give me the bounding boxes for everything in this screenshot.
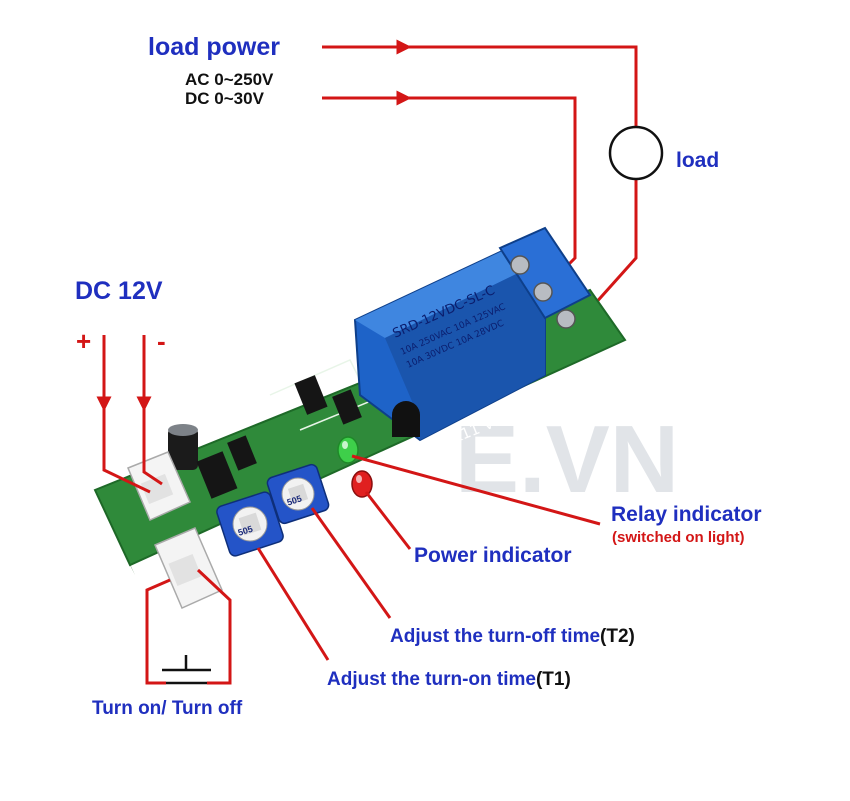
- relay-module-board: JK11 V1.5 MAX10A SRD-12VDC-SL-C 10A 250V…: [93, 226, 627, 609]
- dc-input-wiring: [96, 335, 163, 494]
- plus-label: +: [76, 326, 91, 356]
- jumper-1: [196, 451, 238, 499]
- pot-t2-code: 505: [286, 493, 303, 507]
- callout-turn-off: [310, 507, 392, 619]
- potentiometer-t1: 505: [216, 491, 284, 557]
- plus-wire: [102, 410, 151, 494]
- relay-indicator-led: [337, 436, 359, 464]
- switch-wiring: [145, 568, 232, 685]
- terminal-screw-3: [556, 309, 576, 329]
- switch-wire-left: [145, 578, 171, 685]
- switch-connector: [154, 527, 223, 609]
- pot-t1-code: 505: [237, 524, 254, 538]
- jumper-4: [332, 389, 362, 425]
- load-label: load: [676, 149, 719, 172]
- switch-label: Turn on/ Turn off: [92, 698, 243, 719]
- screw-terminal: [498, 226, 592, 329]
- minus-wire: [142, 410, 163, 486]
- switch-wire-right: [196, 568, 232, 685]
- ac-range-label: AC 0~250V: [185, 70, 274, 89]
- callout-turn-on: [256, 547, 330, 661]
- power-indicator-led: [351, 470, 373, 498]
- jumper-2: [227, 435, 257, 471]
- dc-supply-label: DC 12V: [75, 277, 163, 305]
- turn-off-time-label: Adjust the turn-off time(T2): [390, 626, 635, 647]
- load-power-wire-1: [410, 45, 638, 128]
- power-indicator-label: Power indicator: [414, 544, 572, 567]
- callout-lines: [256, 454, 601, 661]
- callout-relay-indicator: [351, 454, 601, 526]
- switch-symbol: [162, 655, 211, 685]
- relay-indicator-note: (switched on light): [612, 529, 745, 546]
- terminal-screw-1: [510, 255, 530, 275]
- dc-range-label: DC 0~30V: [185, 89, 265, 108]
- load-power-label: load power: [148, 33, 280, 61]
- transistor: [392, 401, 420, 437]
- relay-indicator-label: Relay indicator: [611, 503, 762, 526]
- relay: SRD-12VDC-SL-C 10A 250VAC 10A 125VAC 10A…: [353, 243, 546, 442]
- capacitor: [168, 424, 198, 470]
- jumper-3: [294, 375, 328, 415]
- turn-on-time-label: Adjust the turn-on time(T1): [327, 669, 571, 690]
- terminal-screw-2: [533, 282, 553, 302]
- minus-label: -: [157, 326, 166, 356]
- load-symbol: [608, 125, 664, 181]
- callout-power-indicator: [364, 491, 412, 550]
